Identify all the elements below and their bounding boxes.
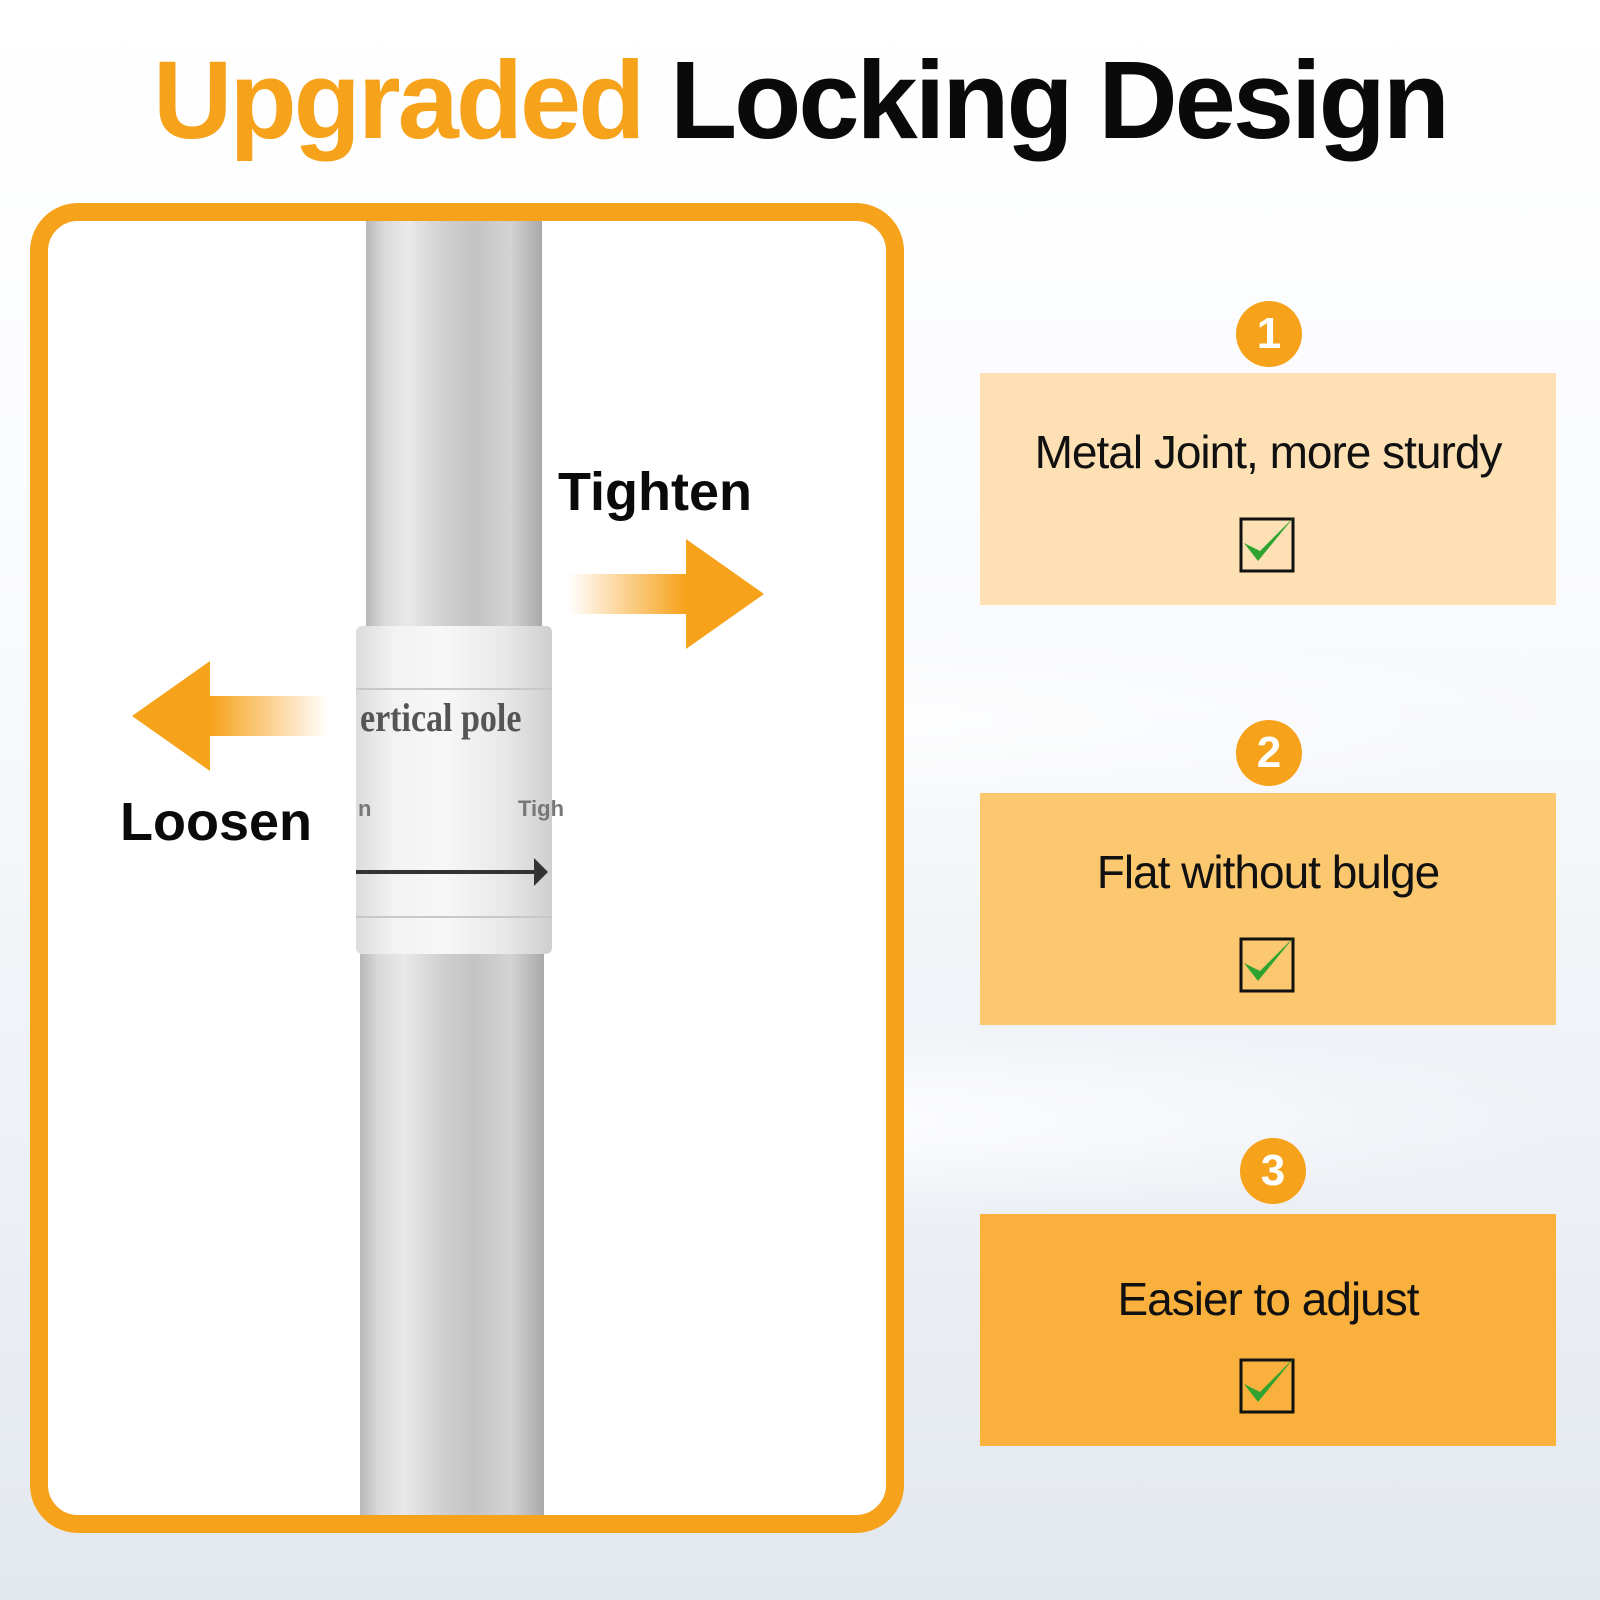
- checked-box-icon: [1239, 1358, 1295, 1414]
- loosen-label: Loosen: [120, 792, 313, 852]
- feature-text: Flat without bulge: [1096, 846, 1441, 898]
- sleeve-seam: [356, 688, 552, 690]
- sleeve-direction-right: Tigh: [518, 796, 565, 821]
- feature-number-badge: 3: [1240, 1138, 1306, 1204]
- feature-text: Metal Joint, more sturdy: [1034, 426, 1503, 478]
- checked-box-icon: [1239, 937, 1295, 993]
- feature-number-badge: 1: [1236, 301, 1302, 367]
- tighten-label: Tighten: [558, 462, 752, 522]
- upper-pole: [366, 221, 542, 641]
- lower-pole: [360, 941, 544, 1515]
- title-rest: Locking Design: [669, 39, 1450, 162]
- feature-card: Flat without bulge: [980, 793, 1556, 1025]
- page-title: Upgraded Locking Design: [0, 40, 1600, 161]
- feature-text: Easier to adjust: [1117, 1273, 1419, 1325]
- feature-number-badge: 2: [1236, 720, 1302, 786]
- pole-illustration-panel: ertical pole n Tigh Tighten Loosen: [30, 203, 904, 1533]
- sleeve-arrow-line: [356, 870, 542, 874]
- sleeve-arrow-head-icon: [534, 858, 548, 886]
- sleeve-seam: [356, 916, 552, 918]
- left-arrow-icon: [132, 661, 328, 771]
- checked-box-icon: [1239, 517, 1295, 573]
- sleeve-direction-left: n: [358, 796, 372, 821]
- title-highlight: Upgraded: [153, 39, 645, 162]
- right-arrow-icon: [568, 539, 764, 649]
- feature-card: Metal Joint, more sturdy: [980, 373, 1556, 605]
- feature-card: Easier to adjust: [980, 1214, 1556, 1446]
- sleeve-label: ertical pole: [360, 695, 522, 740]
- locking-sleeve: ertical pole n Tigh: [356, 626, 564, 954]
